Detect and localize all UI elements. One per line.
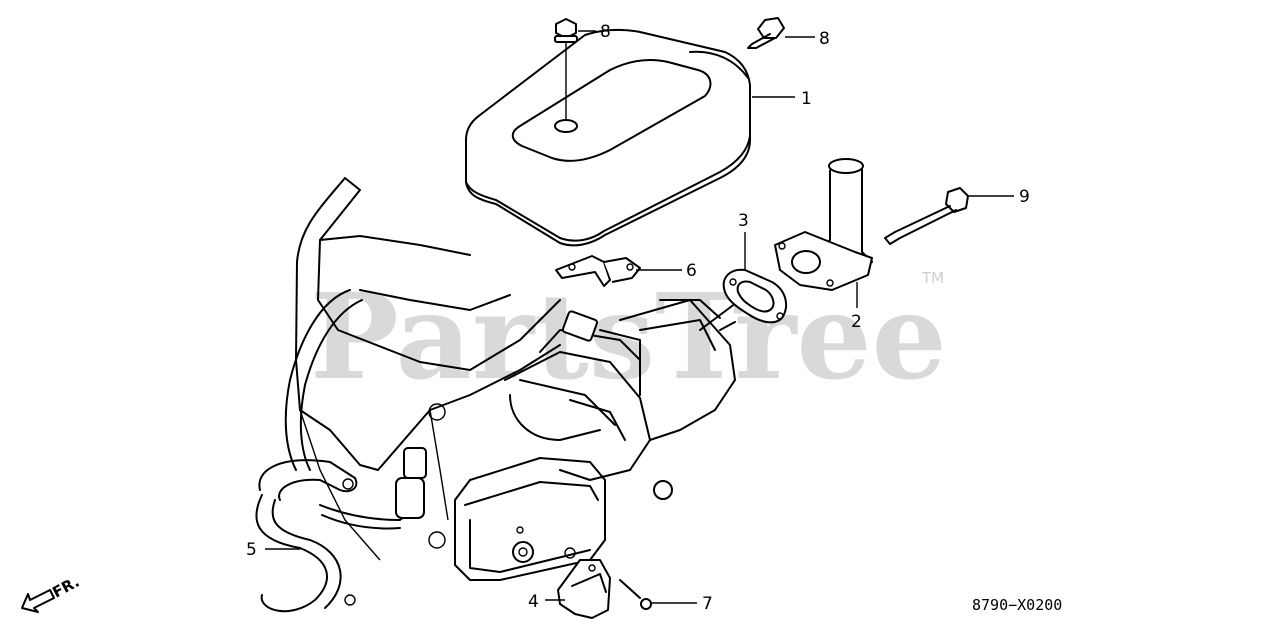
breather-tube: [255, 289, 427, 613]
callout-8-right: 8: [819, 29, 830, 49]
bracket: [555, 255, 641, 287]
callout-3: 3: [738, 211, 749, 231]
elbow: [774, 158, 873, 291]
callout-1: 1: [801, 89, 812, 109]
diagram-code: 8790−X0200: [972, 596, 1062, 614]
callout-4: 4: [528, 592, 539, 612]
callout-2: 2: [851, 312, 862, 332]
filter-housing: [454, 457, 606, 581]
callout-7: 7: [702, 594, 713, 614]
callout-9: 9: [1019, 187, 1030, 207]
front-arrow-icon: [21, 589, 55, 613]
leader-lines: [265, 30, 1014, 604]
air-cleaner-cover: [465, 28, 751, 247]
guard: [557, 559, 611, 619]
callout-6: 6: [686, 261, 697, 281]
screw: [619, 579, 652, 610]
watermark-trademark: TM: [921, 269, 944, 287]
gasket: [722, 268, 788, 324]
callout-8-top: 8: [600, 22, 611, 42]
engine-body: [295, 177, 561, 561]
bolt-8-vertical: [554, 18, 578, 120]
callout-5: 5: [246, 540, 257, 560]
bolt-8-angled: [747, 17, 785, 49]
carburetor: [504, 299, 741, 500]
stud-bolt: [884, 187, 969, 245]
